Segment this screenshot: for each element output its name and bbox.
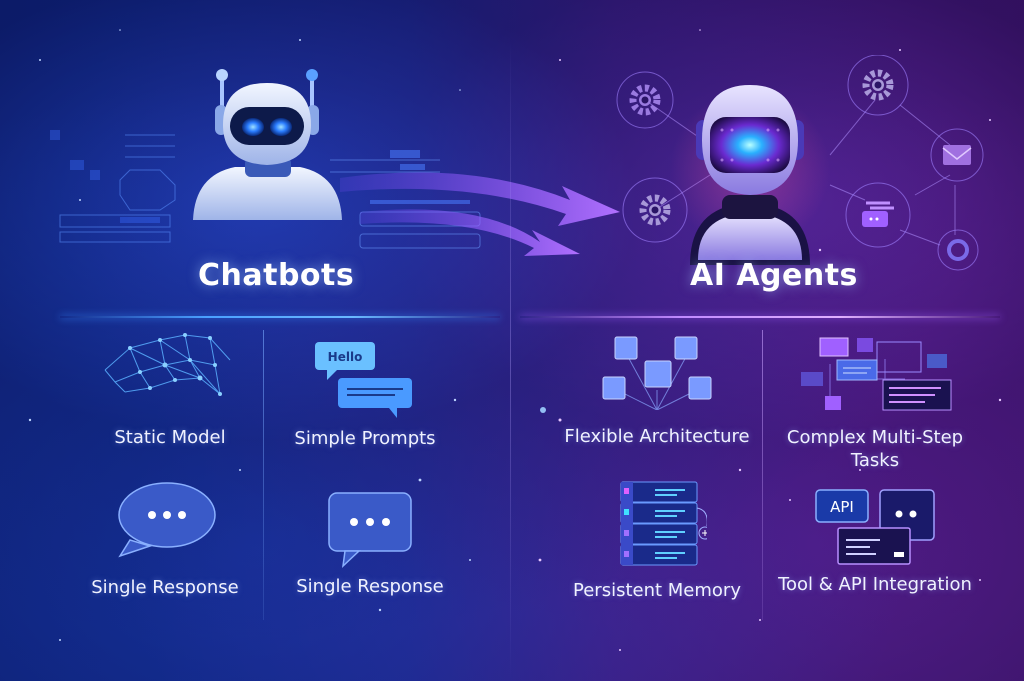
feature-label: Single Response — [91, 577, 239, 598]
feature-label: Single Response — [296, 576, 444, 597]
cards-icon — [845, 182, 911, 248]
feature-persistent-memory: Persistent Memory — [557, 478, 757, 601]
ai-agents-underline — [520, 316, 1000, 318]
speech-bubble-ellipsis-icon — [118, 482, 216, 558]
feature-label-line1: Complex Multi-Step — [786, 427, 964, 448]
gear-icon — [616, 71, 674, 129]
refresh-icon — [937, 229, 979, 271]
feature-label-line2: Tasks — [850, 450, 900, 471]
chatbots-title: Chatbots — [198, 258, 355, 293]
feature-complex-multi-step-tasks: Complex Multi-Step Tasks — [770, 334, 980, 471]
chatbots-column-divider — [263, 330, 264, 620]
feature-static-model: Static Model — [80, 330, 260, 448]
mail-icon — [930, 128, 984, 182]
hud-decoration-left — [50, 130, 176, 243]
feature-label: Tool & API Integration — [778, 574, 972, 595]
chatbot-robot-illustration — [193, 69, 342, 220]
feature-flexible-architecture: Flexible Architecture — [552, 335, 762, 447]
feature-label: Simple Prompts — [294, 428, 436, 449]
feature-label: Static Model — [114, 427, 226, 448]
feature-simple-prompts: Hello Simple Prompts — [275, 338, 455, 449]
chatbots-underline — [60, 316, 500, 318]
gear-icon — [847, 55, 909, 116]
ai-agent-network-illustration — [616, 55, 984, 271]
svg-text:Hello: Hello — [328, 350, 363, 364]
server-stack-icon — [620, 481, 707, 566]
connected-cubes-icon — [602, 336, 712, 410]
feature-single-response-2: Single Response — [275, 490, 465, 597]
message-box-ellipsis-icon — [328, 492, 412, 568]
gear-icon — [622, 177, 688, 243]
network-mesh-icon — [104, 333, 231, 396]
svg-text:API: API — [830, 498, 854, 516]
ai-agents-column-divider — [762, 330, 763, 620]
feature-single-response-1: Single Response — [70, 478, 260, 598]
ai-agents-title: AI Agents — [690, 258, 858, 293]
task-flow-windows-icon — [801, 337, 952, 411]
feature-label: Persistent Memory — [573, 580, 741, 601]
chat-bubbles-icon: Hello — [315, 342, 412, 418]
feature-label: Flexible Architecture — [564, 426, 750, 447]
half-divider — [510, 40, 511, 680]
api-chat-windows-icon: API — [815, 489, 935, 565]
feature-tool-api-integration: API Tool & API Integration — [770, 488, 980, 595]
hud-decoration-right — [330, 150, 481, 249]
curved-arrows-icon — [340, 172, 620, 256]
